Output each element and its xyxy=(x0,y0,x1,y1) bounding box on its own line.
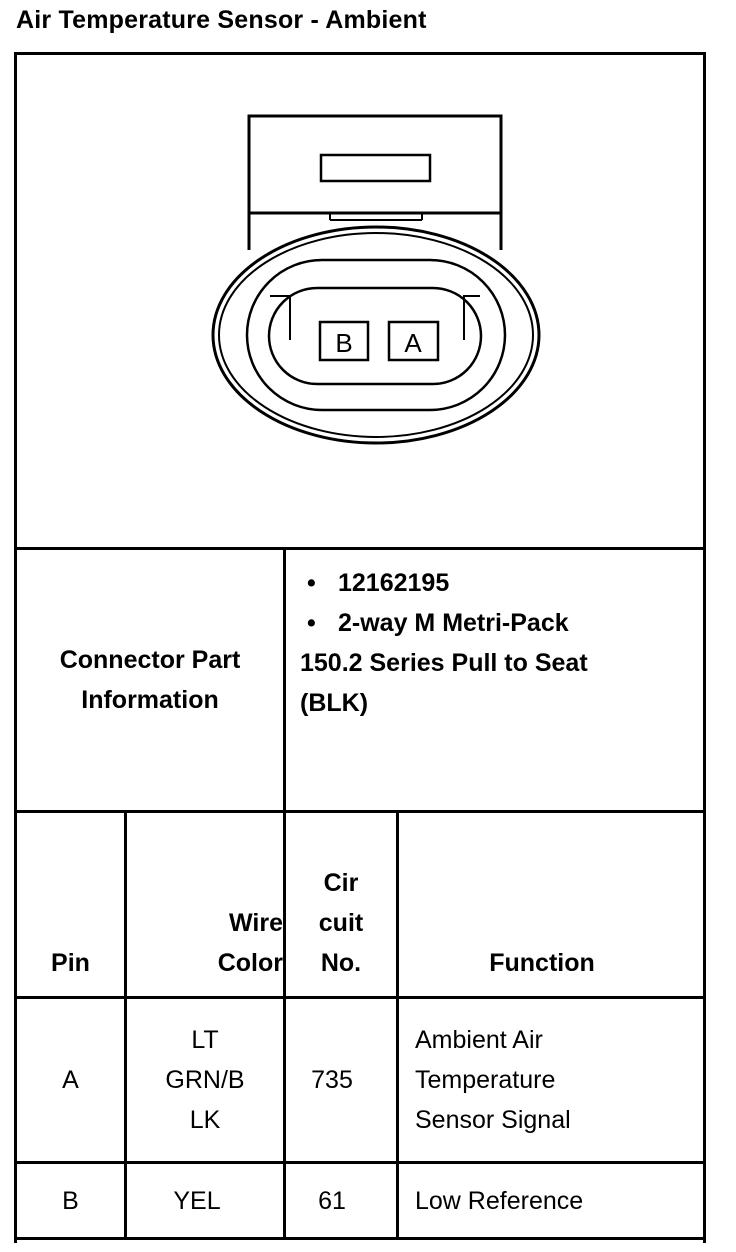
part-description: 2-way M Metri-Pack xyxy=(338,609,569,637)
row-a-function-line2: Temperature xyxy=(415,1066,556,1094)
row-a-circuit: 735 xyxy=(311,1066,353,1094)
row-a-wire-line3: LK xyxy=(189,1106,221,1134)
header-circuit-line1: Cir xyxy=(323,869,359,897)
bullet-icon: • xyxy=(300,609,316,637)
row-a-wire-line2: GRN/B xyxy=(165,1066,245,1094)
divider xyxy=(14,1161,706,1164)
header-circuit-line2: cuit xyxy=(318,909,364,937)
connector-table-frame xyxy=(14,52,706,1243)
row-a-pin: A xyxy=(62,1066,79,1094)
divider xyxy=(14,810,706,813)
header-circuit-line3: No. xyxy=(320,949,362,977)
row-a-wire-line1: LT xyxy=(191,1026,219,1054)
part-description-cont1: 150.2 Series Pull to Seat xyxy=(300,649,588,677)
divider xyxy=(14,547,706,550)
divider xyxy=(14,996,706,999)
header-wire-color-line1: Wire xyxy=(229,909,283,937)
header-wire-color-line2: Color xyxy=(217,949,283,977)
pin-a-cavity: A xyxy=(387,320,440,362)
row-b-wire-color: YEL xyxy=(173,1186,221,1215)
row-a-function-line3: Sensor Signal xyxy=(415,1106,571,1134)
part-number-item: • 12162195 xyxy=(300,563,588,603)
part-info-details: • 12162195 • 2-way M Metri-Pack 150.2 Se… xyxy=(300,563,695,723)
bullet-icon: • xyxy=(300,569,316,597)
part-description-item: • 2-way M Metri-Pack xyxy=(300,603,588,643)
header-wire-color: Wire Color xyxy=(127,813,283,983)
row-b-circuit: 61 xyxy=(318,1186,346,1215)
part-description-cont2: (BLK) xyxy=(300,689,369,717)
header-pin: Pin xyxy=(51,949,90,977)
connector-face-diagram: B A xyxy=(211,114,541,445)
row-a-function: Ambient Air Temperature Sensor Signal xyxy=(415,999,695,1161)
pin-b-cavity: B xyxy=(318,320,370,362)
row-b-pin: B xyxy=(62,1186,79,1215)
part-number: 12162195 xyxy=(338,569,450,597)
divider xyxy=(396,810,399,1240)
part-info-label: Connector Part Information xyxy=(17,550,283,810)
row-a-function-line1: Ambient Air xyxy=(415,1026,543,1054)
pin-b-label: B xyxy=(335,328,352,358)
part-info-label-line1: Connector Part xyxy=(59,646,241,674)
row-a-wire-color: LT GRN/B LK xyxy=(127,999,283,1161)
pin-a-label: A xyxy=(404,328,422,358)
divider xyxy=(14,1237,706,1240)
part-info-label-line2: Information xyxy=(81,686,219,714)
row-b-function: Low Reference xyxy=(415,1186,584,1215)
divider xyxy=(124,810,127,1240)
page-title: Air Temperature Sensor - Ambient xyxy=(16,6,427,34)
header-circuit-no: Cir cuit No. xyxy=(286,813,396,983)
header-function: Function xyxy=(489,949,595,977)
divider xyxy=(283,547,286,1240)
